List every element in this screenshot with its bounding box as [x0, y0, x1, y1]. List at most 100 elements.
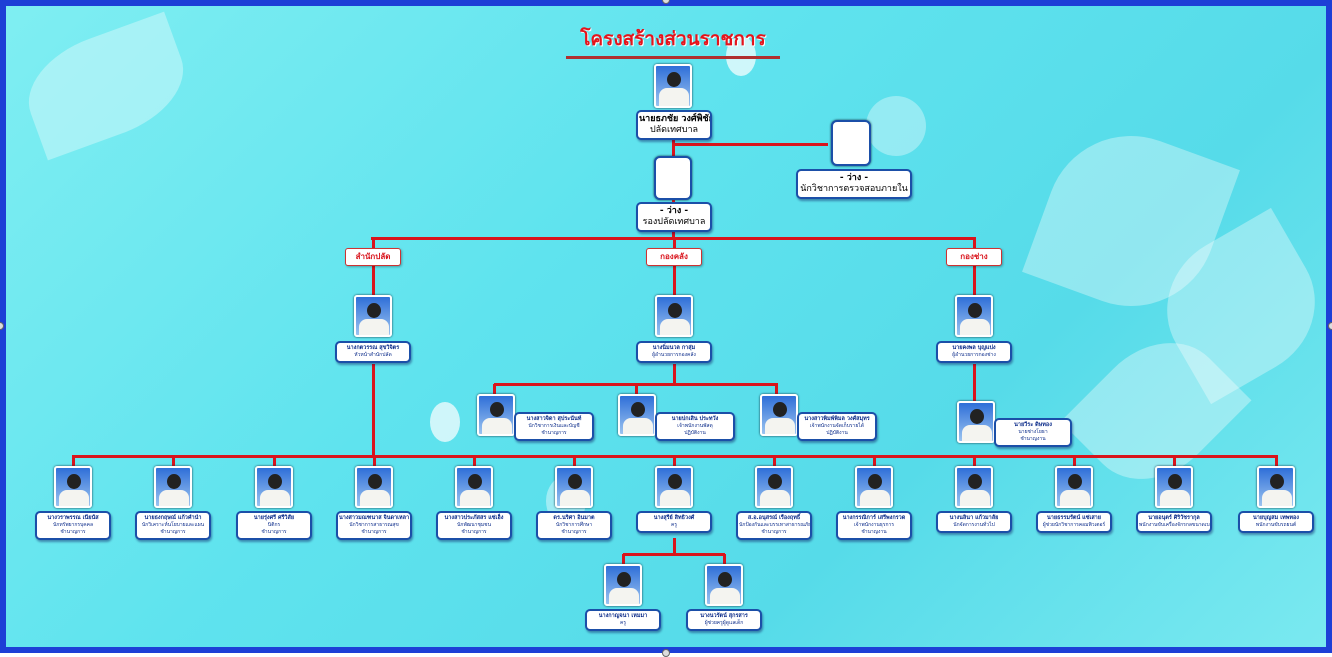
flower-decoration	[13, 11, 199, 161]
connector-line	[273, 456, 276, 466]
person-photo[interactable]	[618, 394, 656, 436]
person-photo[interactable]	[477, 394, 515, 436]
person-position: พนักงานขับรถยนต์	[1255, 522, 1297, 528]
person-head-icon	[1068, 474, 1082, 489]
department-header-2[interactable]: กองช่าง	[946, 248, 1002, 266]
person-photo[interactable]	[555, 466, 593, 508]
vacant-photo-placeholder[interactable]	[654, 156, 692, 200]
person-label[interactable]: นางสาวพิมพ์พิมล วงศ์สมุทรเจ้าพนักงานจัดเ…	[797, 412, 877, 441]
person-photo[interactable]	[354, 295, 392, 337]
person-position: รองปลัดเทศบาล	[642, 217, 706, 227]
person-level: ชำนาญการ	[541, 430, 567, 436]
person-label[interactable]: นายรุ่งศรี ศรีวิสัยนิติกรชำนาญการ	[236, 511, 312, 540]
person-label[interactable]: นายบุญสม เทพทองพนักงานขับรถยนต์	[1238, 511, 1314, 533]
person-photo[interactable]	[855, 466, 893, 508]
vacant-photo-placeholder[interactable]	[831, 120, 871, 166]
connector-line	[673, 364, 676, 384]
person-label[interactable]: นายอนุตร์ ศิริวัชรากุลพนักงานขับเครื่องจ…	[1136, 511, 1212, 533]
connector-line	[1173, 456, 1176, 466]
person-label[interactable]: ดร.นริศา อินมาตนักวิชาการศึกษาชำนาญการ	[536, 511, 612, 540]
person-label[interactable]: นางกรรณิการ์ เสรีพงกรวดเจ้าพนักงานธุรการ…	[836, 511, 912, 540]
person-uniform-icon	[710, 588, 740, 604]
person-label[interactable]: นายปกเสิน ประทวังเจ้าพนักงานพัสดุปฏิบัติ…	[655, 412, 735, 441]
person-name: นายรุ่งศรี ศรีวิสัย	[253, 515, 295, 521]
person-position: นายช่างโยธา	[1018, 429, 1048, 435]
person-uniform-icon	[159, 490, 189, 506]
person-label[interactable]: นางกตวรรณ สุขวิจิตรหัวหน้าสำนักปลัด	[335, 341, 411, 363]
person-photo[interactable]	[455, 466, 493, 508]
connector-line	[723, 554, 726, 564]
person-photo[interactable]	[957, 401, 995, 443]
bubble-decoration	[430, 402, 460, 442]
person-name: นายอนุตร์ ศิริวัชรากุล	[1148, 515, 1200, 521]
person-name: นางกตวรรณ สุขวิจิตร	[346, 345, 400, 351]
person-label[interactable]: ส.อ.อนุสรณ์ เรืองฤทธิ์นักป้องกันและบรรเท…	[736, 511, 812, 540]
person-uniform-icon	[1160, 490, 1190, 506]
connector-line	[573, 456, 576, 466]
person-photo[interactable]	[955, 466, 993, 508]
person-level: ชำนาญการ	[160, 529, 186, 535]
resize-handle[interactable]	[662, 649, 670, 657]
person-level: ปฏิบัติงาน	[826, 430, 848, 436]
person-photo[interactable]	[154, 466, 192, 508]
person-name: นางสาวพิมพ์พิมล วงศ์สมุทร	[804, 416, 870, 422]
chart-title: โครงสร้างส่วนราชการ	[566, 24, 780, 59]
connector-line	[1275, 456, 1278, 466]
person-label[interactable]: นางสาวจิดา สุประนันท์นักวิชาการเงินและบั…	[514, 412, 594, 441]
person-label[interactable]: นางกาญจนา เหมมาครู	[585, 609, 661, 631]
person-photo[interactable]	[1257, 466, 1295, 508]
person-head-icon	[968, 303, 982, 318]
person-label[interactable]: นายวีระ ดิษทองนายช่างโยธาชำนาญงาน	[994, 418, 1072, 447]
person-position: นักทรัพยากรบุคคล	[52, 522, 94, 528]
person-uniform-icon	[760, 490, 790, 506]
person-uniform-icon	[1060, 490, 1090, 506]
connector-line	[623, 553, 725, 556]
person-photo[interactable]	[54, 466, 92, 508]
person-label[interactable]: นายธรรมรัตน์ แซ่เสายผู้ช่วยนักวิชาการคอม…	[1036, 511, 1112, 533]
person-photo[interactable]	[255, 466, 293, 508]
person-head-icon	[368, 474, 382, 489]
connector-line	[673, 266, 676, 296]
connector-line	[873, 456, 876, 466]
person-label[interactable]: นางนวรัตน์ สุกรสารผู้ช่วยครูผู้ดูแลเด็ก	[686, 609, 762, 631]
person-position: ผู้ช่วยนักวิชาการคอมพิวเตอร์	[1042, 522, 1106, 528]
person-uniform-icon	[659, 88, 689, 106]
person-label[interactable]: นายธภชัย วงศ์พิชัยปลัดเทศบาล	[636, 110, 712, 140]
person-photo[interactable]	[654, 64, 692, 108]
person-photo[interactable]	[604, 564, 642, 606]
person-label[interactable]: นางนลินา แก้วมาลัยนักจัดการงานทั่วไป	[936, 511, 1012, 533]
person-photo[interactable]	[1055, 466, 1093, 508]
person-position: เจ้าพนักงานธุรการ	[853, 522, 895, 528]
person-photo[interactable]	[355, 466, 393, 508]
person-photo[interactable]	[655, 466, 693, 508]
person-position: เจ้าพนักงานพัสดุ	[677, 423, 713, 429]
person-name: นายธภชัย วงศ์พิชัย	[639, 114, 712, 124]
person-label[interactable]: - ว่าง -นักวิชาการตรวจสอบภายใน	[796, 169, 912, 199]
person-photo[interactable]	[955, 295, 993, 337]
person-photo[interactable]	[755, 466, 793, 508]
person-photo[interactable]	[705, 564, 743, 606]
person-label[interactable]: นายคงพล บุญแปงผู้อำนวยการกองช่าง	[936, 341, 1012, 363]
person-head-icon	[1168, 474, 1182, 489]
connector-line	[172, 456, 175, 466]
person-label[interactable]: นางสาวประภัสสร แซ่เฮ็งนักพัฒนาชุมชนชำนาญ…	[436, 511, 512, 540]
person-label[interactable]: นางวราพรรณ เนียนัสนักทรัพยากรบุคคลชำนาญก…	[35, 511, 111, 540]
person-position: ครู	[670, 522, 678, 528]
person-photo[interactable]	[760, 394, 798, 436]
connector-line	[673, 238, 676, 248]
person-head-icon	[668, 303, 682, 318]
resize-handle[interactable]	[1328, 322, 1332, 330]
person-position: ผู้อำนวยการกองคลัง	[652, 352, 696, 358]
person-position: นักวิเคราะห์นโยบายและแผน	[141, 522, 205, 528]
person-label[interactable]: นางสาวมณฑนาส จินดาเหลานักวิชาการสาธารณสุ…	[336, 511, 412, 540]
person-uniform-icon	[960, 490, 990, 506]
person-label[interactable]: - ว่าง -รองปลัดเทศบาล	[636, 202, 712, 232]
person-photo[interactable]	[655, 295, 693, 337]
department-header-0[interactable]: สำนักปลัด	[345, 248, 401, 266]
person-label[interactable]: นายธงกฤษณ์ แก้วคำนำนักวิเคราะห์นโยบายและ…	[135, 511, 211, 540]
person-photo[interactable]	[1155, 466, 1193, 508]
department-header-1[interactable]: กองคลัง	[646, 248, 702, 266]
person-label[interactable]: นางสุรีย์ สิทธิวงศ์ครู	[636, 511, 712, 533]
person-label[interactable]: นางนิ่มนวล กาสุ่มผู้อำนวยการกองคลัง	[636, 341, 712, 363]
person-position: นักวิชาการตรวจสอบภายใน	[800, 184, 908, 194]
